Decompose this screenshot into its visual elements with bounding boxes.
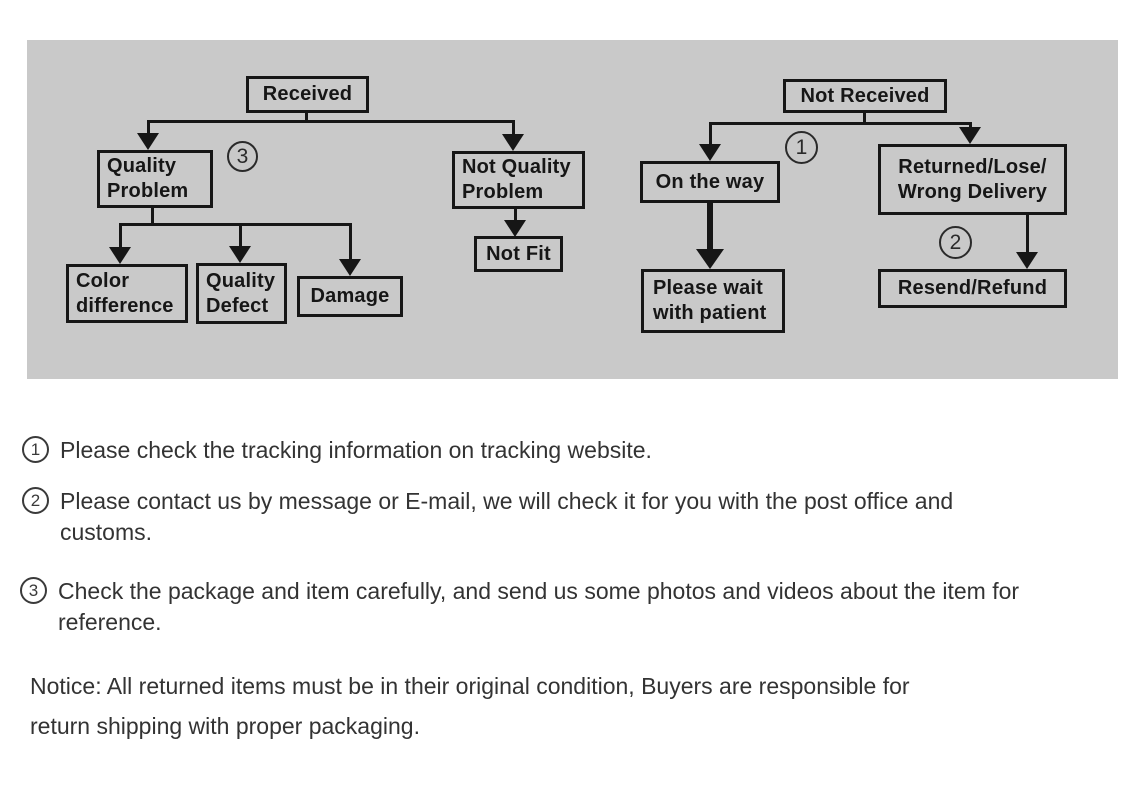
connector-line xyxy=(305,112,308,122)
connector-line xyxy=(349,223,352,260)
connector-line xyxy=(863,113,866,123)
arrowhead-down-icon xyxy=(696,249,724,269)
arrowhead-down-icon xyxy=(339,259,361,276)
marker-circle-1: 1 xyxy=(785,131,818,164)
note-number-circle-3: 3 xyxy=(20,577,47,604)
flowchart-panel: Received Quality Problem Not Quality Pro… xyxy=(27,40,1118,379)
connector-line xyxy=(512,120,515,135)
note-number-circle-2: 2 xyxy=(22,487,49,514)
flow-node-please-wait: Please wait with patient xyxy=(641,269,785,333)
arrowhead-down-icon xyxy=(137,133,159,150)
notice-text: Notice: All returned items must be in th… xyxy=(30,673,910,739)
note-item-3: 3 Check the package and item carefully, … xyxy=(20,576,1019,638)
arrowhead-down-icon xyxy=(109,247,131,264)
flow-node-on-the-way: On the way xyxy=(640,161,780,203)
arrowhead-down-icon xyxy=(699,144,721,161)
connector-line xyxy=(969,122,972,128)
note-item-1: 1 Please check the tracking information … xyxy=(22,435,652,466)
marker-circle-3: 3 xyxy=(227,141,258,172)
note-item-2: 2 Please contact us by message or E-mail… xyxy=(22,486,953,548)
flow-node-damage: Damage xyxy=(297,276,403,317)
flow-node-resend-refund: Resend/Refund xyxy=(878,269,1067,308)
connector-line xyxy=(707,203,713,250)
flow-node-quality-defect: Quality Defect xyxy=(196,263,287,324)
connector-line xyxy=(119,223,351,226)
arrowhead-down-icon xyxy=(1016,252,1038,269)
flow-node-received: Received xyxy=(246,76,369,113)
connector-line xyxy=(151,208,154,225)
flow-node-color-difference: Color difference xyxy=(66,264,188,323)
note-text-2: Please contact us by message or E-mail, … xyxy=(60,488,954,545)
note-text-1: Please check the tracking information on… xyxy=(60,437,652,463)
connector-line xyxy=(119,223,122,248)
flow-node-quality-problem: Quality Problem xyxy=(97,150,213,208)
note-number-circle-1: 1 xyxy=(22,436,49,463)
note-text-3: Check the package and item carefully, an… xyxy=(58,578,1020,635)
connector-line xyxy=(709,122,971,125)
arrowhead-down-icon xyxy=(504,220,526,237)
flow-node-not-received: Not Received xyxy=(783,79,947,113)
marker-circle-2: 2 xyxy=(939,226,972,259)
connector-line xyxy=(147,120,515,123)
arrowhead-down-icon xyxy=(959,127,981,144)
arrowhead-down-icon xyxy=(502,134,524,151)
flow-node-not-quality-problem: Not Quality Problem xyxy=(452,151,585,209)
connector-line xyxy=(1026,215,1029,253)
connector-line xyxy=(709,122,712,145)
arrowhead-down-icon xyxy=(229,246,251,263)
flow-node-not-fit: Not Fit xyxy=(474,236,563,272)
flow-node-returned-lose-wrong-delivery: Returned/Lose/ Wrong Delivery xyxy=(878,144,1067,215)
connector-line xyxy=(514,209,517,221)
connector-line xyxy=(239,223,242,247)
connector-line xyxy=(147,120,150,134)
